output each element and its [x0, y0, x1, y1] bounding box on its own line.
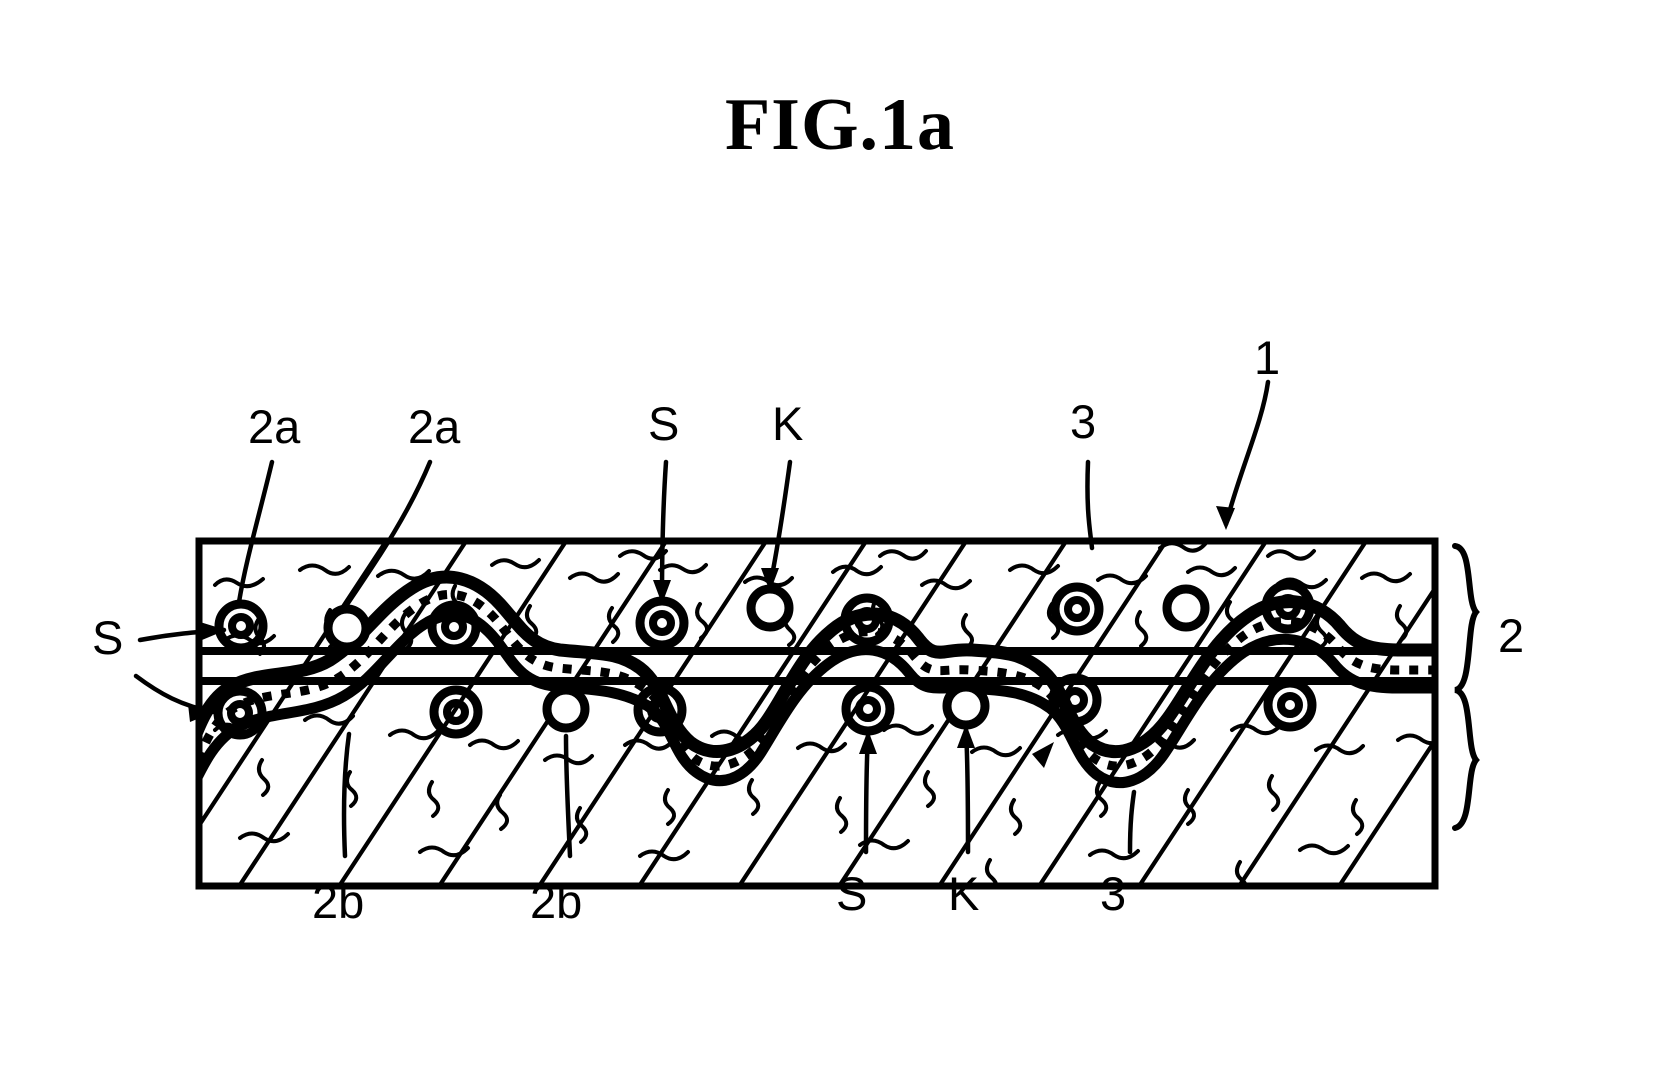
k-node-single-ring	[1162, 584, 1210, 632]
label-3-bottom: 3	[1100, 867, 1127, 920]
label-k-bottom: K	[948, 867, 980, 920]
k-node-single-ring	[746, 584, 794, 632]
label-3-top: 3	[1070, 395, 1097, 448]
panel-outline	[195, 537, 1439, 890]
s-node-double-ring	[1263, 678, 1317, 732]
label-s-top: S	[648, 397, 680, 450]
right-brace	[1452, 543, 1480, 831]
k-node-single-ring	[323, 604, 371, 652]
label-2a-right: 2a	[408, 400, 461, 453]
k-node-single-ring	[942, 682, 990, 730]
thread-outer-edge	[199, 570, 1435, 759]
s-node-double-ring	[840, 593, 894, 647]
s-node-double-ring	[1048, 673, 1102, 727]
k-node-single-ring	[542, 685, 590, 733]
s-node-double-ring	[214, 599, 268, 653]
thread-stipple-texture	[199, 590, 1435, 773]
label-2b-left: 2b	[312, 875, 365, 928]
leader-arrowheads	[188, 506, 1235, 768]
label-2-brace: 2	[1498, 609, 1525, 662]
s-node-double-ring	[1050, 582, 1104, 636]
s-node-double-ring	[633, 683, 687, 737]
label-k-top: K	[772, 397, 804, 450]
label-2b-right: 2b	[530, 875, 583, 928]
stitching-thread	[199, 570, 1435, 789]
label-s-left: S	[92, 611, 124, 664]
thread-inner-edge	[199, 609, 1435, 789]
figure-title: FIG.1a	[724, 84, 956, 166]
s-node-double-ring	[1261, 580, 1315, 634]
s-node-double-ring	[635, 596, 689, 650]
label-1: 1	[1254, 331, 1281, 384]
label-s-bottom: S	[836, 867, 868, 920]
texture-squiggles	[213, 541, 1435, 886]
s-node-double-ring	[427, 600, 481, 654]
s-node-double-ring	[213, 686, 267, 740]
label-2a-left: 2a	[248, 400, 301, 453]
s-node-double-ring	[429, 685, 483, 739]
